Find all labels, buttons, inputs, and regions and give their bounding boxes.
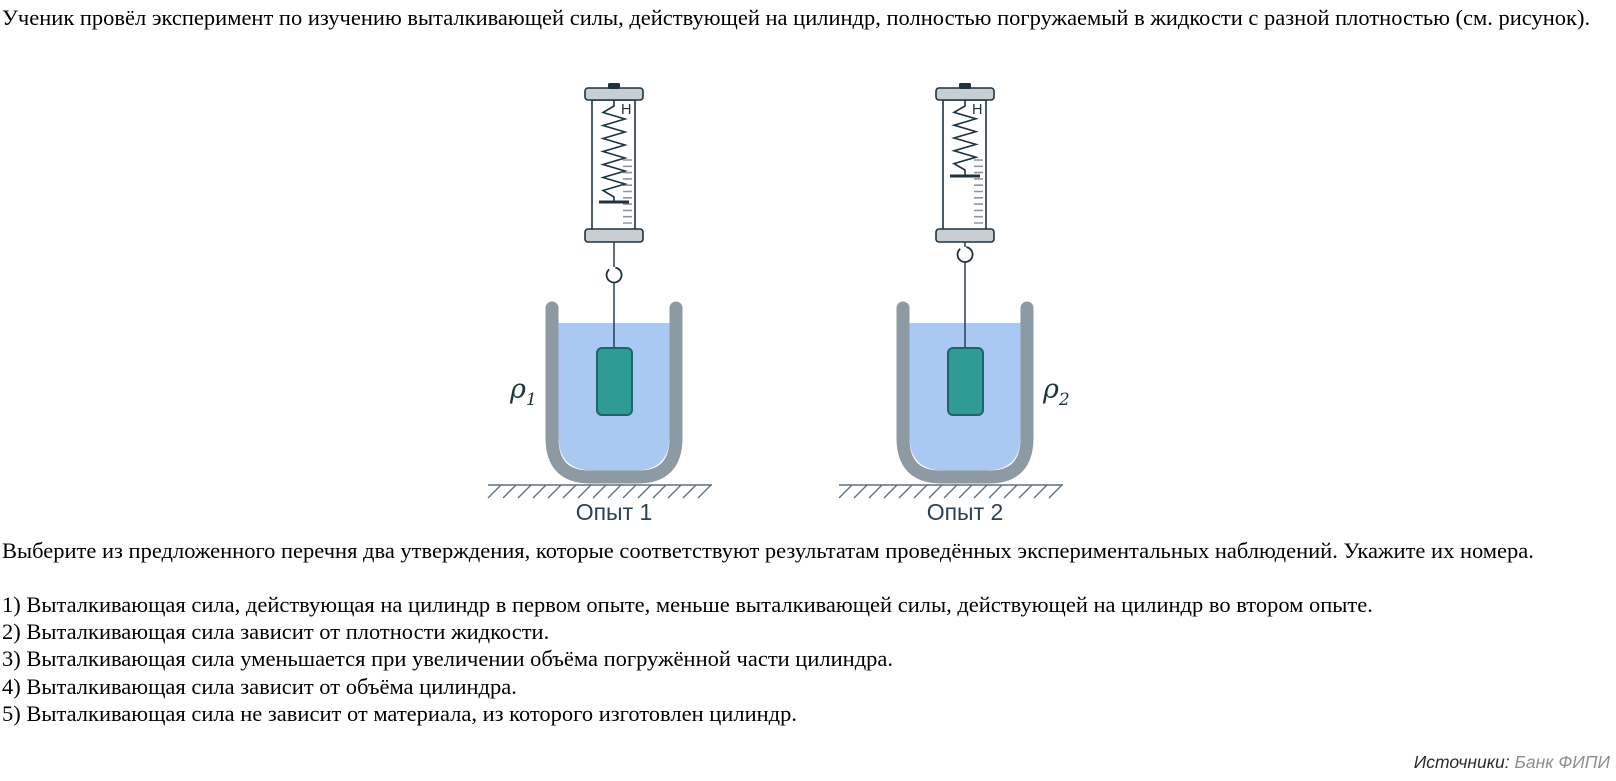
unit-label: Н bbox=[621, 102, 631, 118]
dynamometer-knob bbox=[959, 83, 971, 89]
beaker-wall bbox=[896, 301, 1034, 484]
cylinder bbox=[947, 347, 984, 416]
source-value: Банк ФИПИ bbox=[1514, 752, 1610, 772]
spring bbox=[951, 100, 979, 176]
beaker-wall bbox=[545, 301, 683, 484]
experiment-2-caption: Опыт 2 bbox=[926, 499, 1004, 525]
hook bbox=[605, 266, 623, 284]
experiment-1-figure: ρ1 Н bbox=[487, 83, 712, 499]
ground-hatching bbox=[838, 484, 1063, 499]
option-1: 1) Выталкивающая сила, действующая на ци… bbox=[2, 592, 1373, 617]
question-paragraph: Выберите из предложенного перечня два ут… bbox=[2, 538, 1534, 563]
cylinder bbox=[596, 347, 633, 416]
dynamometer-top-cap bbox=[935, 87, 995, 101]
dynamometer-top-cap bbox=[584, 87, 644, 101]
option-2: 2) Выталкивающая сила зависит от плотнос… bbox=[2, 619, 550, 645]
option-4: 4) Выталкивающая сила зависит от объёма … bbox=[2, 673, 517, 699]
experiment-1-caption: Опыт 1 bbox=[575, 499, 653, 525]
experiment-2-figure: ρ2 Н bbox=[838, 83, 1070, 499]
spring bbox=[600, 100, 628, 202]
density-label-1: ρ1 bbox=[509, 374, 537, 410]
hook bbox=[956, 246, 974, 263]
intro-paragraph: Ученик провёл эксперимент по изучению вы… bbox=[2, 5, 1591, 30]
option-3: 3) Выталкивающая сила уменьшается при ув… bbox=[2, 646, 894, 672]
source-note: Источники: Банк ФИПИ bbox=[1414, 752, 1610, 773]
dynamometer-bottom-cap bbox=[584, 228, 644, 243]
density-label-2: ρ2 bbox=[1042, 374, 1070, 410]
scale-ticks bbox=[974, 159, 983, 224]
source-label: Источники: bbox=[1413, 752, 1510, 772]
dynamometer-knob bbox=[608, 83, 620, 89]
unit-label: Н bbox=[972, 102, 982, 118]
ground-hatching bbox=[487, 484, 712, 499]
options-list: 1) Выталкивающая сила, действующая на ци… bbox=[2, 591, 1614, 727]
dynamometer-bottom-cap bbox=[935, 228, 995, 243]
option-5: 5) Выталкивающая сила не зависит от мате… bbox=[2, 700, 797, 726]
scale-ticks bbox=[623, 159, 632, 224]
